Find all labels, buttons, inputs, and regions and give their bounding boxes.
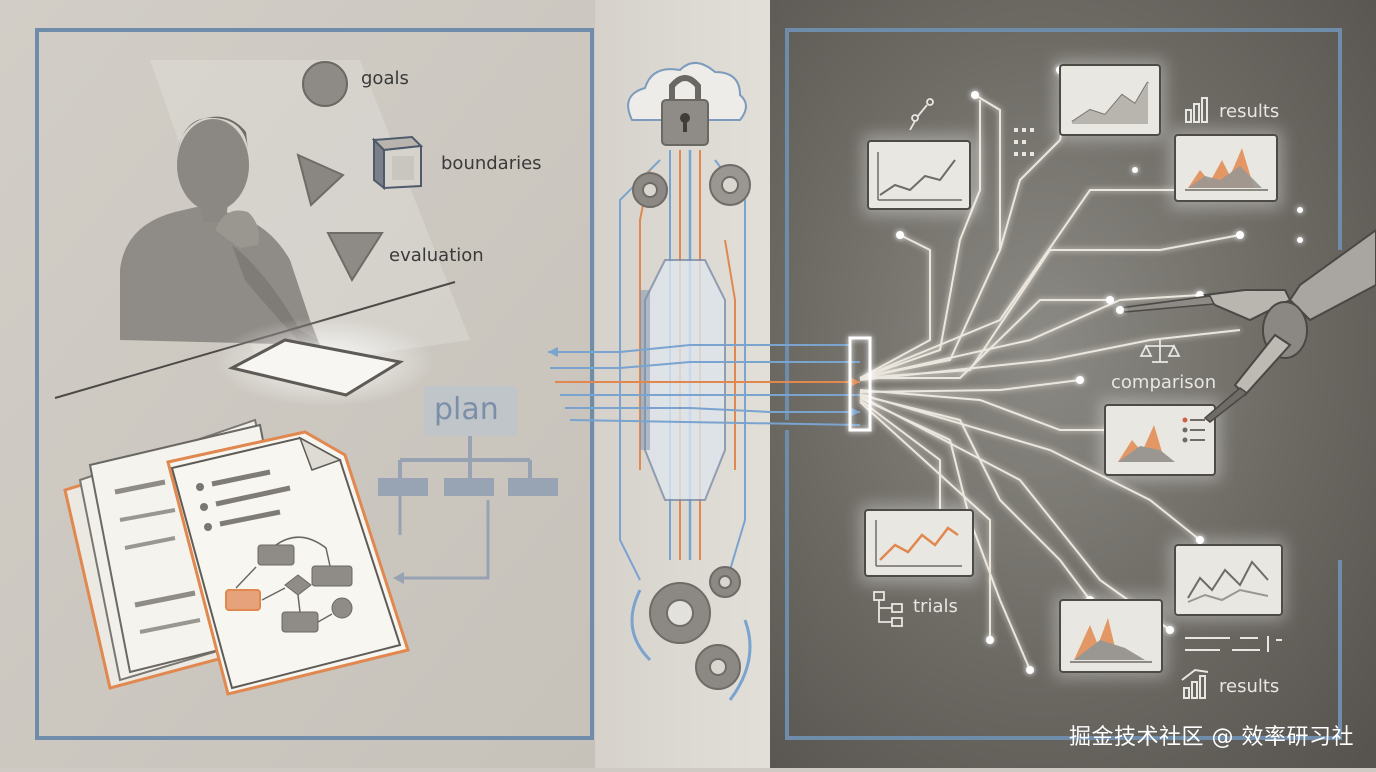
slider-lines-icon (1185, 636, 1282, 652)
results-label-bottom: results (1219, 676, 1280, 697)
bar-chart-icon (1185, 97, 1208, 123)
goals-label: goals (361, 68, 409, 89)
watermark: 掘金技术社区 @ 效率研习社 (1069, 725, 1354, 750)
plan-arrow-icon (393, 572, 404, 584)
hierarchy-icon (873, 591, 903, 627)
plan-feedback (398, 496, 490, 580)
robotic-arm (1116, 228, 1376, 423)
person-figure (120, 116, 320, 350)
boundaries-label: boundaries (441, 153, 542, 174)
data-channels (619, 150, 746, 581)
chart-card-1 (1055, 60, 1165, 140)
plan-node-2 (444, 478, 494, 496)
cube-icon (371, 135, 424, 191)
scale-icon (1139, 340, 1181, 363)
pyramid-icon (296, 153, 345, 207)
evaluation-label: evaluation (389, 245, 484, 266)
horizontal-flows (548, 344, 861, 426)
dot-grid-icon (1014, 128, 1034, 156)
cycle-arrows (630, 589, 752, 701)
node-icon (909, 98, 934, 131)
cloud-lock-icon (627, 62, 747, 146)
tablet (227, 338, 405, 397)
right-frame (785, 28, 1342, 740)
chart-card-3 (1170, 130, 1282, 208)
trials-label: trials (913, 596, 958, 617)
bar-chart-icon-bottom (1181, 668, 1209, 699)
chart-card-4 (1100, 400, 1220, 480)
plan-label: plan (434, 392, 499, 427)
comparison-label: comparison (1111, 372, 1217, 393)
plan-connectors (398, 436, 532, 478)
chart-card-6 (1170, 540, 1285, 620)
circle-icon (302, 61, 348, 107)
left-frame (35, 28, 594, 740)
flowchart-document (166, 430, 410, 696)
gear-icon (632, 164, 751, 690)
chart-card-5 (860, 505, 978, 583)
results-label-top: results (1219, 101, 1280, 122)
plan-box (424, 386, 517, 436)
plan-node-3 (508, 478, 558, 496)
chart-card-2 (863, 135, 978, 215)
triangle-icon (326, 232, 384, 283)
plan-node-1 (378, 478, 428, 496)
connector-hub (848, 336, 872, 432)
chart-card-7 (1055, 595, 1167, 677)
